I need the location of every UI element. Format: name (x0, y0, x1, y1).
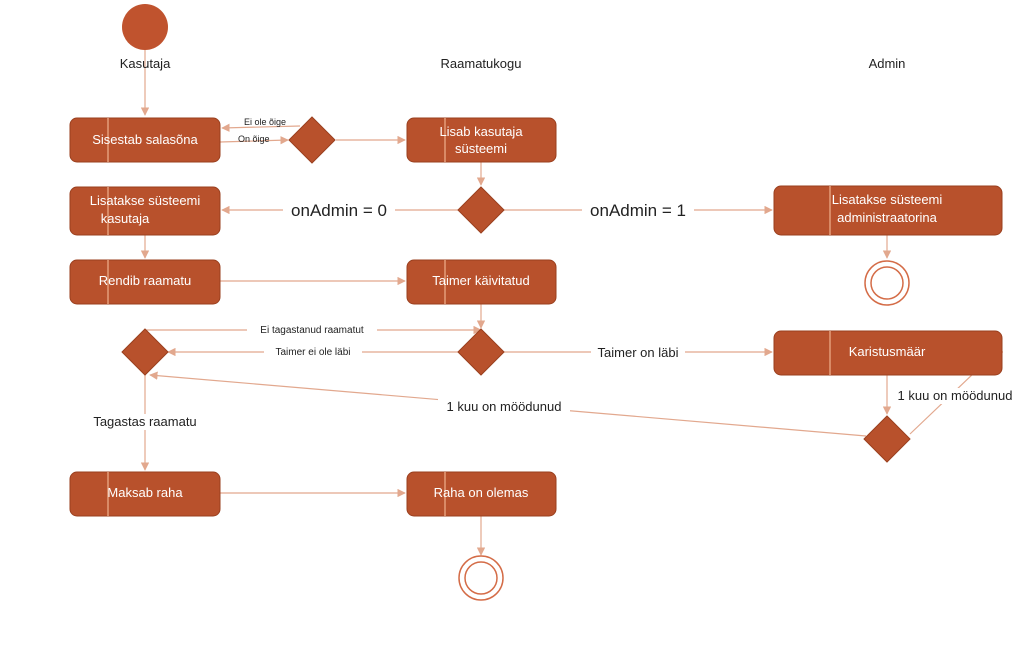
activity-label-line2: süsteemi (455, 141, 507, 156)
lane-title-admin: Admin (869, 56, 906, 71)
activity-taimer-kaivitatud: Taimer käivitatud (406, 259, 557, 305)
activity-label-line2: kasutaja (101, 211, 150, 226)
activity-lisatakse-kasutaja: Lisatakse süsteemi kasutaja (69, 186, 221, 236)
activity-lisab-kasutaja: Lisab kasutaja süsteemi (406, 117, 557, 163)
activity-rendib-raamatu: Rendib raamatu (69, 259, 221, 305)
activity-sisestab-salasona: Sisestab salasõna (69, 117, 221, 163)
activity-raha-on-olemas: Raha on olemas (406, 471, 557, 517)
activity-label: Karistusmäär (849, 344, 926, 359)
edge-label-taimer-on-labi: Taimer on läbi (598, 345, 679, 360)
activity-label-line2: administraatorina (837, 210, 937, 225)
activity-label: Taimer käivitatud (432, 273, 530, 288)
lane-title-raamatukogu: Raamatukogu (441, 56, 522, 71)
decision-timer (457, 328, 505, 376)
flow-on-oige (219, 136, 289, 145)
edge-label-on-admin-0: onAdmin = 0 (291, 201, 387, 220)
activity-label: Sisestab salasõna (92, 132, 198, 147)
decision-returned (121, 328, 169, 376)
edge-label-on-admin-1: onAdmin = 1 (590, 201, 686, 220)
activity-label: Rendib raamatu (99, 273, 192, 288)
activity-label: Raha on olemas (434, 485, 529, 500)
activity-maksab-raha: Maksab raha (69, 471, 221, 517)
activity-label-line1: Lisatakse süsteemi (832, 192, 943, 207)
decision-on-admin (457, 186, 505, 234)
edge-label-on-oige: On õige (238, 134, 270, 144)
activity-lisatakse-admin: Lisatakse süsteemi administraatorina (773, 185, 1003, 236)
edge-label-tagastas-raamatu: Tagastas raamatu (93, 414, 196, 429)
edge-label-ei-tagastanud: Ei tagastanud raamatut (260, 325, 364, 336)
decision-month-passed (863, 415, 911, 463)
activity-label: Maksab raha (107, 485, 183, 500)
final-node-main (458, 555, 504, 601)
activity-karistusmaar: Karistusmäär (773, 330, 1003, 376)
edge-label-kuu-moodunud-mid: 1 kuu on möödunud (447, 399, 562, 414)
lane-title-kasutaja: Kasutaja (120, 56, 171, 71)
edge-label-ei-ole-oige: Ei ole õige (244, 117, 286, 127)
edge-label-kuu-moodunud-right: 1 kuu on möödunud (898, 388, 1013, 403)
activity-label-line1: Lisab kasutaja (439, 124, 523, 139)
start-node (122, 4, 168, 50)
flow-ei-ole-oige (221, 123, 301, 133)
final-node-admin (864, 260, 910, 306)
decision-password-check (288, 116, 336, 164)
activity-label-line1: Lisatakse süsteemi (90, 193, 201, 208)
edge-label-taimer-ei-ole-labi: Taimer ei ole läbi (275, 347, 350, 358)
